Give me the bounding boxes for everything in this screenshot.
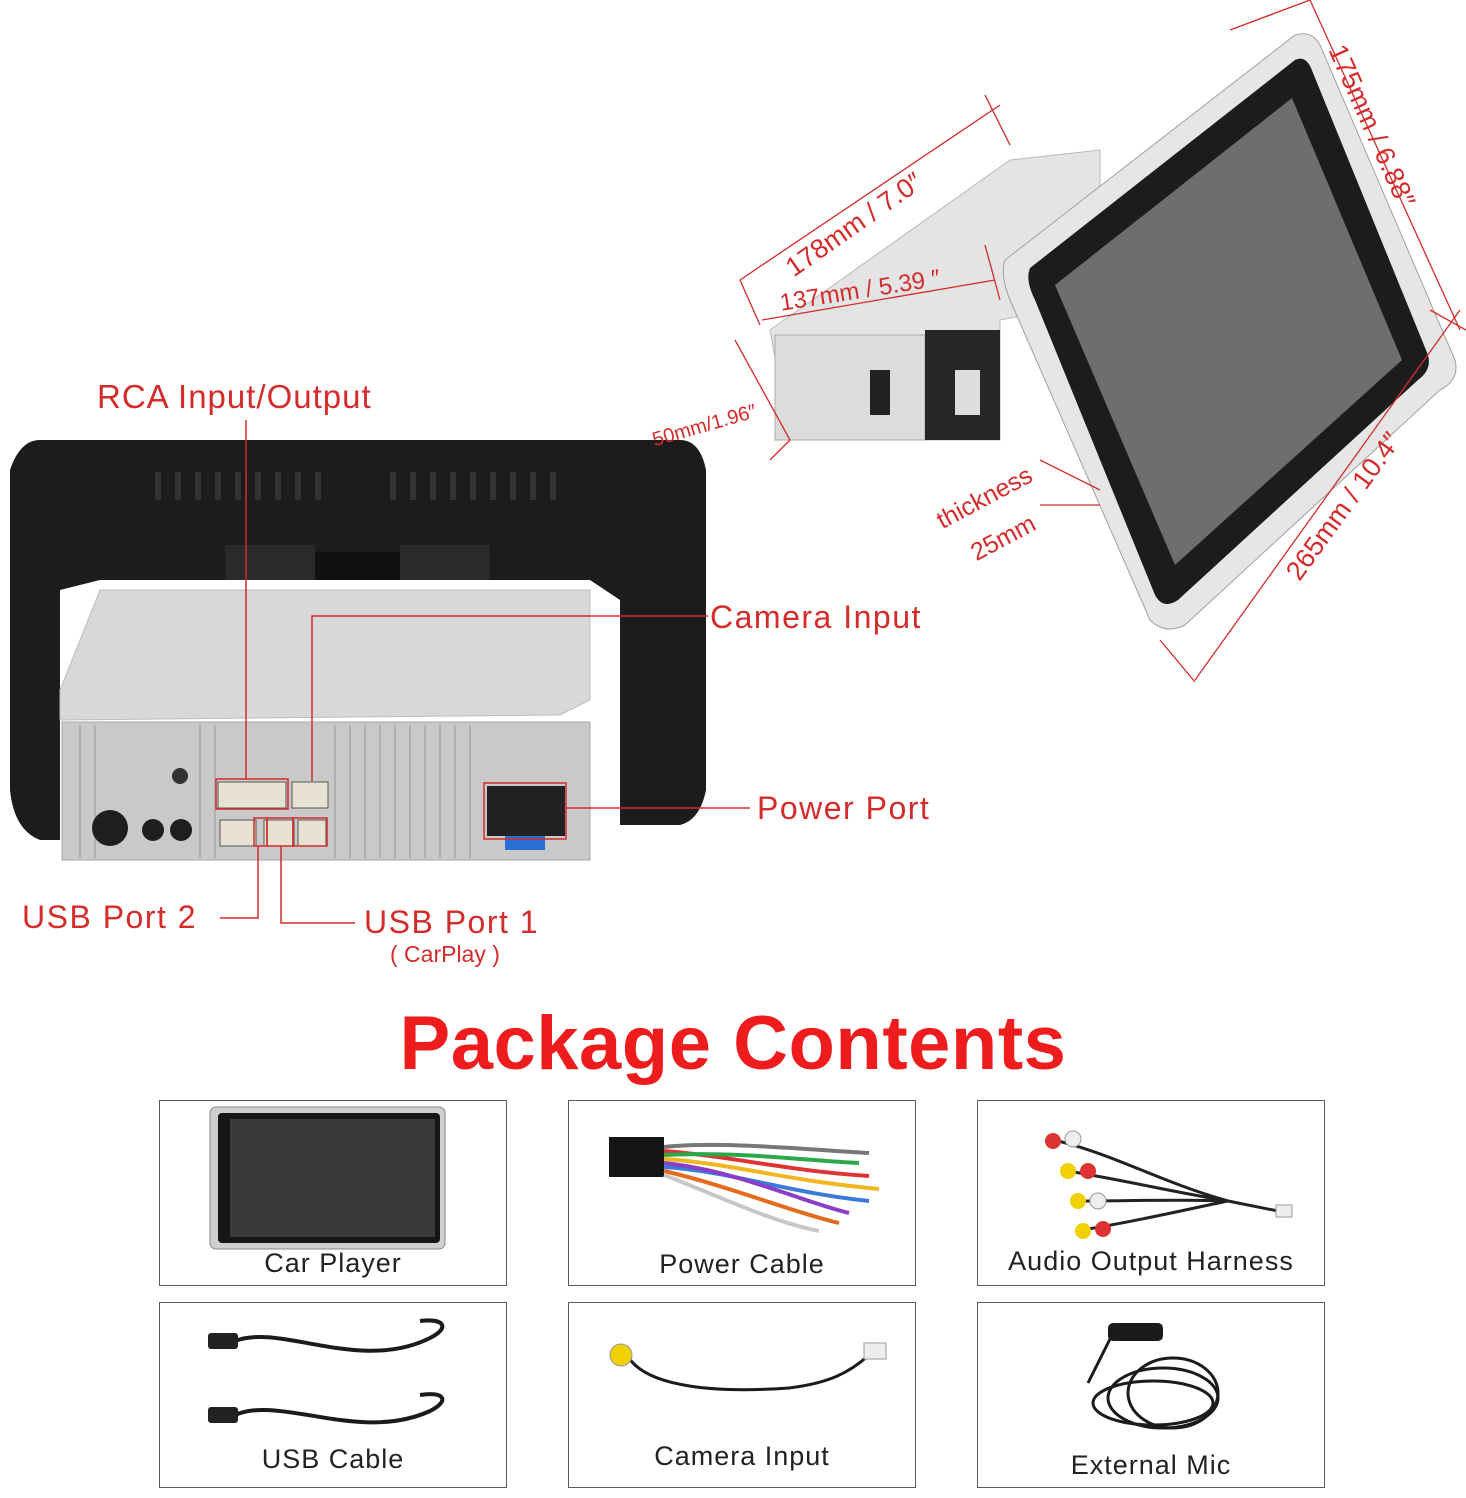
camera-input-callout: Camera Input [710,599,922,635]
car-player-image [209,1106,446,1250]
external-mic-label: External Mic [1070,1450,1232,1480]
package-contents-title: Package Contents [399,1001,1067,1086]
power-cable-image [609,1137,880,1233]
car-player-label: Car Player [264,1248,402,1278]
rear-view-illustration [10,420,750,924]
usb-port-2-callout: USB Port 2 [22,899,198,935]
power-cable-label: Power Cable [659,1249,825,1279]
camera-input-image [609,1342,887,1392]
usb-cable-label: USB Cable [261,1444,405,1474]
usb-port-1-callout: USB Port 1 [364,904,540,940]
audio-harness-image [1045,1130,1293,1239]
usb-port-1-sub: ( CarPlay ) [390,941,500,967]
camera-input-label: Camera Input [654,1441,830,1471]
external-mic-image [1086,1323,1220,1430]
package-item-usb-cable: USB Cable [159,1302,507,1488]
power-port-callout: Power Port [757,790,931,826]
package-item-car-player: Car Player [159,1100,507,1286]
package-item-camera-input: Camera Input [568,1302,916,1488]
audio-harness-label: Audio Output Harness [1008,1246,1294,1276]
package-item-power-cable: Power Cable [568,1100,916,1286]
package-item-audio-harness: Audio Output Harness [977,1100,1325,1286]
rca-callout: RCA Input/Output [97,378,372,415]
usb-cable-image [208,1318,445,1425]
side-view-illustration [734,0,1466,683]
package-item-external-mic: External Mic [977,1302,1325,1488]
